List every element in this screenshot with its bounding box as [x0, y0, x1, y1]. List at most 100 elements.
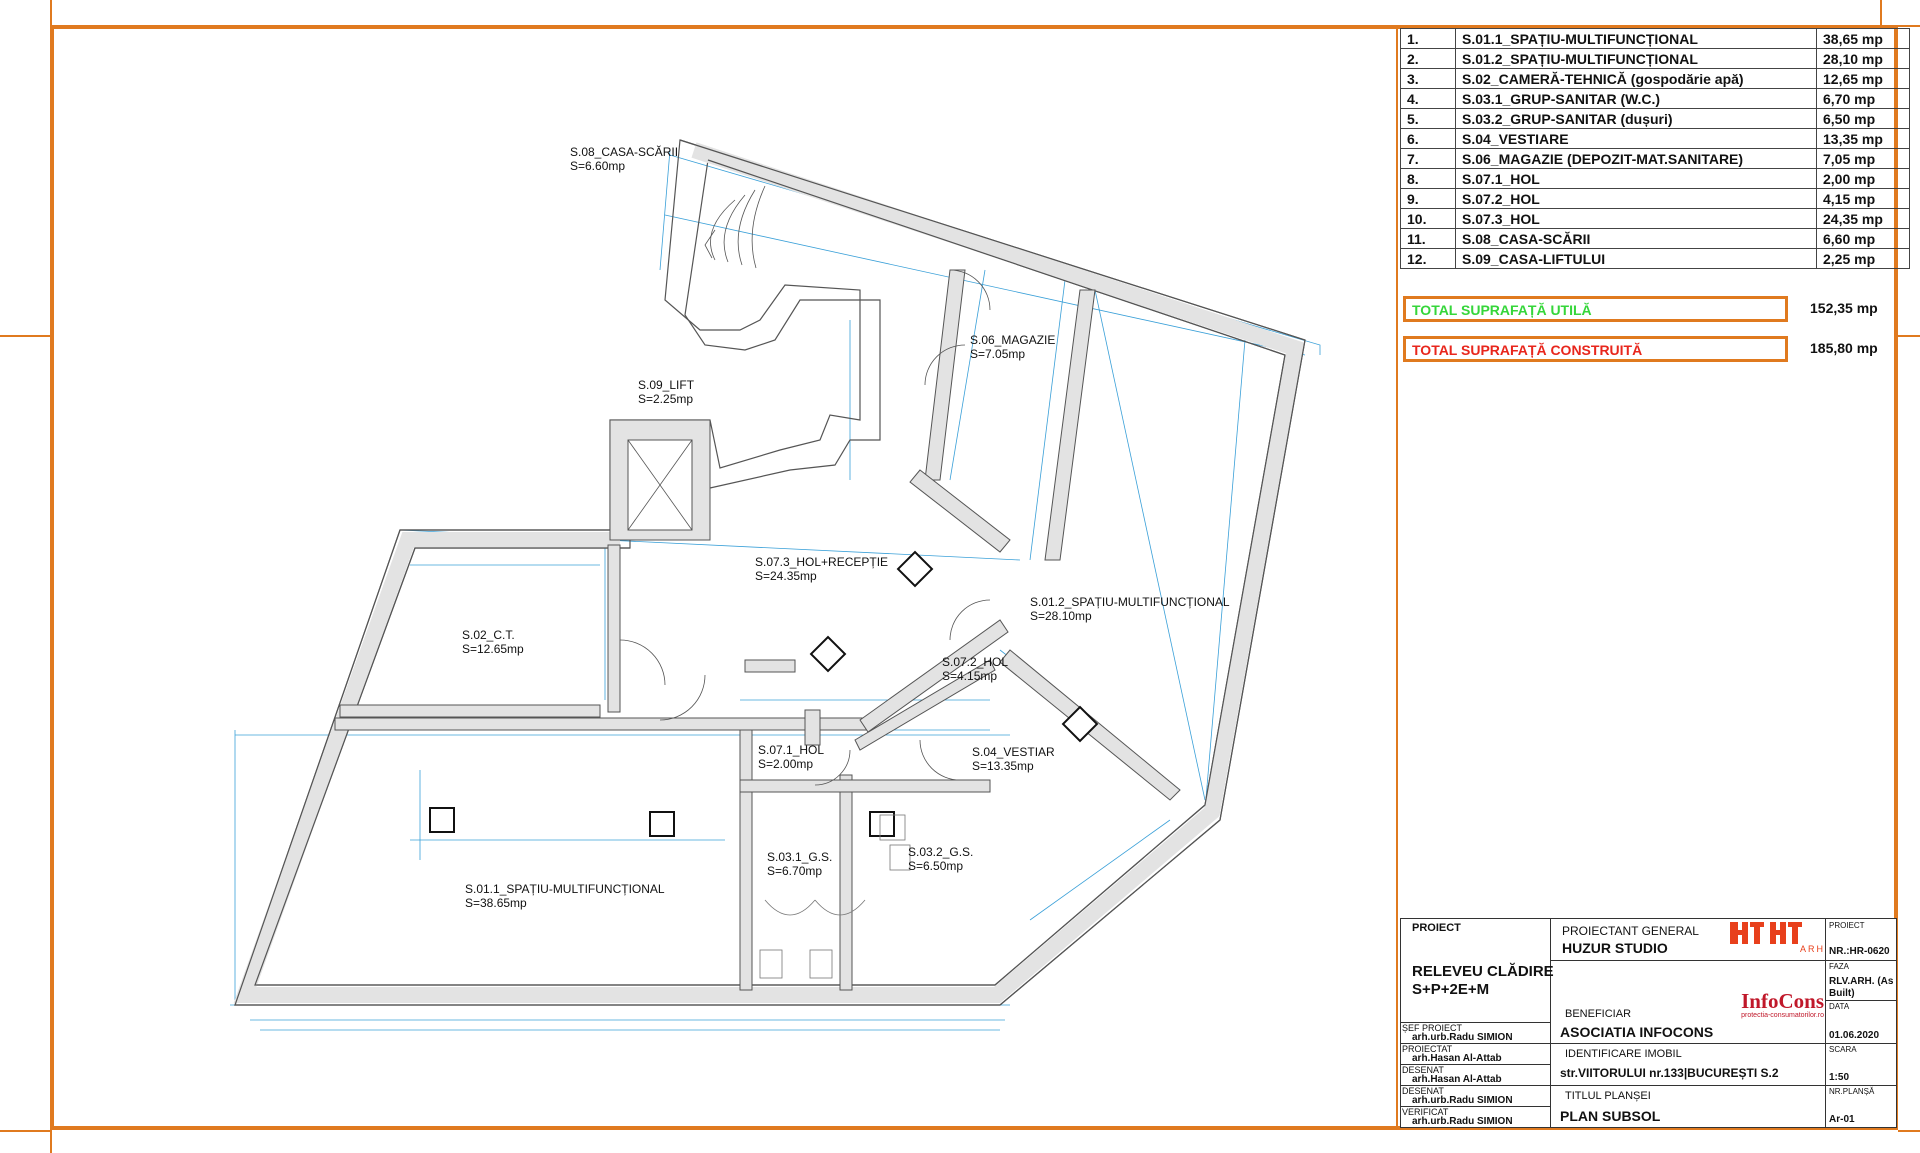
tb-faza-label: FAZA	[1829, 962, 1850, 971]
interior-walls	[334, 269, 1181, 991]
area-table-name: S.06_MAGAZIE (DEPOZIT-MAT.SANITARE)	[1455, 148, 1817, 169]
tb-beneficiar-label: BENEFICIAR	[1565, 1008, 1632, 1020]
room-label-s012: S.01.2_SPAȚIU-MULTIFUNCȚIONAL S=28.10mp	[1030, 595, 1230, 623]
tb-hline-6	[1400, 1064, 1550, 1065]
room-area: S=24.35mp	[755, 569, 817, 583]
area-table-num: 9.	[1400, 188, 1456, 209]
room-area: S=4.15mp	[942, 669, 998, 683]
tb-proiectant: HUZUR STUDIO	[1562, 940, 1668, 956]
tb-proiect-title2: S+P+2E+M	[1412, 981, 1490, 998]
tb-proiect-title1: RELEVEU CLĂDIRE	[1412, 963, 1554, 980]
room-name: S.03.1_G.S.	[767, 850, 833, 864]
guide-tick-left-bottom	[0, 1130, 50, 1132]
guide-tick-bottom	[50, 1130, 52, 1153]
tb-hline-5	[1400, 1043, 1550, 1044]
area-table-value: 6,70 mp	[1816, 88, 1910, 109]
area-table-value: 7,05 mp	[1816, 148, 1910, 169]
tb-proiect-nr: NR.:HR-0620	[1829, 946, 1890, 957]
area-table-value: 28,10 mp	[1816, 48, 1910, 69]
infocons-logo-sub: protectia-consumatorilor.ro	[1741, 1012, 1824, 1019]
tb-data-label: DATA	[1829, 1002, 1850, 1011]
room-name: S.04_VESTIAR	[972, 745, 1055, 759]
area-table-num: 4.	[1400, 88, 1456, 109]
area-table-name: S.01.1_SPAȚIU-MULTIFUNCȚIONAL	[1455, 28, 1817, 49]
room-area: S=7.05mp	[970, 347, 1026, 361]
room-area: S=6.50mp	[908, 859, 964, 873]
guide-tick-right	[1898, 335, 1920, 337]
tb-adresa: str.VIITORULUI nr.133|BUCUREȘTI S.2	[1560, 1066, 1779, 1080]
tb-data: 01.06.2020	[1829, 1030, 1880, 1041]
area-table-name: S.08_CASA-SCĂRII	[1455, 228, 1817, 249]
room-label-s073: S.07.3_HOL+RECEPȚIE S=24.35mp	[755, 555, 888, 583]
staircase	[704, 185, 766, 269]
area-table-name: S.04_VESTIARE	[1455, 128, 1817, 149]
room-name: S.03.2_G.S.	[908, 845, 974, 859]
tb-sef: arh.urb.Radu SIMION	[1412, 1032, 1513, 1043]
room-area: S=13.35mp	[972, 759, 1034, 773]
tb-sef-label: ȘEF PROIECT	[1402, 1023, 1463, 1033]
room-label-s02: S.02_C.T. S=12.65mp	[462, 628, 524, 656]
area-table-row: 7.S.06_MAGAZIE (DEPOZIT-MAT.SANITARE)7,0…	[1400, 148, 1910, 169]
tb-desenat1: arh.Hasan Al-Attab	[1412, 1074, 1502, 1085]
tb-hline-12	[1825, 1085, 1897, 1086]
area-table-num: 5.	[1400, 108, 1456, 129]
tb-plansa: Ar-01	[1829, 1114, 1855, 1125]
tb-proiect-nr-label: PROIECT	[1829, 921, 1865, 930]
area-table-value: 38,65 mp	[1816, 28, 1910, 49]
tb-verificat: arh.urb.Radu SIMION	[1412, 1116, 1513, 1127]
room-name: S.02_C.T.	[462, 628, 515, 642]
room-name: S.08_CASA-SCĂRII	[570, 145, 679, 159]
area-table-name: S.01.2_SPAȚIU-MULTIFUNCȚIONAL	[1455, 48, 1817, 69]
room-area: S=28.10mp	[1030, 609, 1092, 623]
huzur-logo-icon	[1730, 922, 1802, 944]
room-label-s011: S.01.1_SPAȚIU-MULTIFUNCȚIONAL S=38.65mp	[465, 882, 665, 910]
area-table-value: 12,65 mp	[1816, 68, 1910, 89]
tb-titlu-label: TITLUL PLANȘEI	[1565, 1090, 1651, 1102]
area-table-value: 2,00 mp	[1816, 168, 1910, 189]
room-name: S.01.1_SPAȚIU-MULTIFUNCȚIONAL	[465, 882, 665, 896]
room-label-s04: S.04_VESTIAR S=13.35mp	[972, 745, 1055, 773]
area-table-num: 3.	[1400, 68, 1456, 89]
huzur-logo: ARH	[1728, 920, 1823, 956]
room-area: S=38.65mp	[465, 896, 527, 910]
area-table-name: S.09_CASA-LIFTULUI	[1455, 248, 1817, 269]
tb-faza: RLV.ARH. (As Built)	[1829, 976, 1894, 999]
sanitary-fixtures	[759, 814, 911, 979]
area-table-num: 10.	[1400, 208, 1456, 229]
room-label-s071: S.07.1_HOL S=2.00mp	[758, 743, 824, 771]
room-name: S.07.2_HOL	[942, 655, 1009, 669]
tb-desenat2-label: DESENAT	[1402, 1086, 1444, 1096]
tb-scara-label: SCARA	[1829, 1045, 1857, 1054]
area-table-num: 8.	[1400, 168, 1456, 189]
tb-beneficiar: ASOCIATIA INFOCONS	[1560, 1024, 1714, 1040]
area-table-name: S.07.2_HOL	[1455, 188, 1817, 209]
guide-tick-top-right	[1880, 0, 1882, 25]
area-table-row: 3.S.02_CAMERĂ-TEHNICĂ (gospodărie apă)12…	[1400, 68, 1910, 89]
guide-tick-right-bottom	[1898, 1130, 1920, 1132]
room-name: S.06_MAGAZIE	[970, 333, 1056, 347]
area-table-value: 6,50 mp	[1816, 108, 1910, 129]
total-util-box: TOTAL SUPRAFAȚĂ UTILĂ	[1403, 296, 1788, 322]
tb-hline-10	[1825, 1000, 1897, 1001]
area-table-num: 6.	[1400, 128, 1456, 149]
room-area: S=2.00mp	[758, 757, 814, 771]
tb-hline-11	[1825, 1043, 1897, 1044]
tb-verificat-label: VERIFICAT	[1402, 1107, 1449, 1117]
tb-titlu: PLAN SUBSOL	[1560, 1108, 1661, 1124]
tb-proiectant-label: PROIECTANT GENERAL	[1562, 924, 1699, 938]
door-swings	[619, 269, 991, 786]
tb-hline-7	[1400, 1085, 1550, 1086]
area-table-name: S.07.3_HOL	[1455, 208, 1817, 229]
drawing-frame	[50, 25, 1898, 1130]
wall-fill	[233, 142, 1305, 1003]
guide-tick-top	[50, 0, 52, 25]
room-name: S.07.1_HOL	[758, 743, 825, 757]
total-built-box: TOTAL SUPRAFAȚĂ CONSTRUITĂ	[1403, 336, 1788, 362]
total-built-label: TOTAL SUPRAFAȚĂ CONSTRUITĂ	[1412, 342, 1643, 358]
